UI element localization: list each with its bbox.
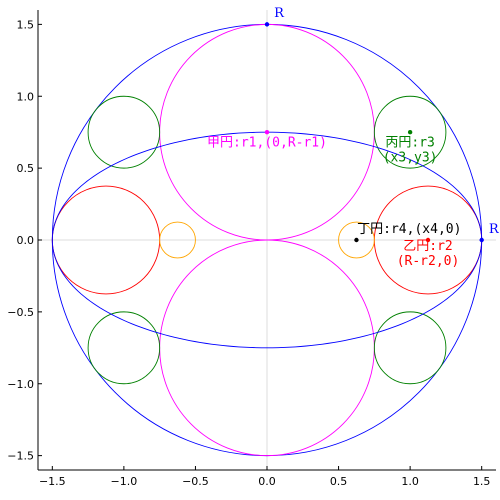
data-point [425,237,431,243]
y-tick-label: −0.5 [7,306,34,319]
x-tick-label: 0.5 [330,475,348,488]
y-tick-label: 1.0 [17,90,35,103]
y-tick-label: 0.0 [17,234,35,247]
data-point [479,237,484,243]
annotation-label: 丙円:r3 [385,136,434,151]
x-tick-label: −0.5 [182,475,209,488]
annotation-label: R [274,6,285,21]
circle-shape [159,221,196,259]
annotation-label: 丁円:r4,(x4,0) [357,222,461,237]
x-tick-label: 1.0 [401,475,419,488]
annotation-label: 甲円:r1,(0,R-r1) [207,136,327,151]
y-tick-label: 0.5 [17,162,35,175]
annotation-label: (R-r2,0) [397,254,460,269]
axes: −1.5 −1.0 −0.5 0.0 0.5 1.0 1.5 −1.5 −1.0 −0.5 0.0 0… [7,10,496,488]
points-group [264,22,484,243]
annotation-label: 乙円:r2 [403,239,452,254]
y-tick-label: −1.0 [7,378,34,391]
x-tick-label: −1.0 [111,475,138,488]
data-point [264,22,270,27]
annotations-group: R R 甲円:r1,(0,R-r1) 丙円:r3(x3,y3) 丁円:r4,(x4,0)… [207,6,500,269]
data-point [264,129,270,135]
annotation-label: R [489,222,500,237]
y-tick-label: 1.5 [17,18,35,31]
circle-shape [87,95,161,169]
data-point [354,237,359,243]
data-point [407,129,413,135]
lower-ellipse-arc [51,239,483,349]
x-tick-label: 0.0 [258,475,276,488]
x-tick-label: 1.5 [473,475,491,488]
annotation-label: (x3,y3) [383,151,438,166]
circle-shape [373,95,447,169]
circle-shape [338,221,375,259]
circle-shape [87,311,161,385]
y-tick-label: −1.5 [7,450,34,463]
circle-shape [373,311,447,385]
x-tick-label: −1.5 [39,475,66,488]
